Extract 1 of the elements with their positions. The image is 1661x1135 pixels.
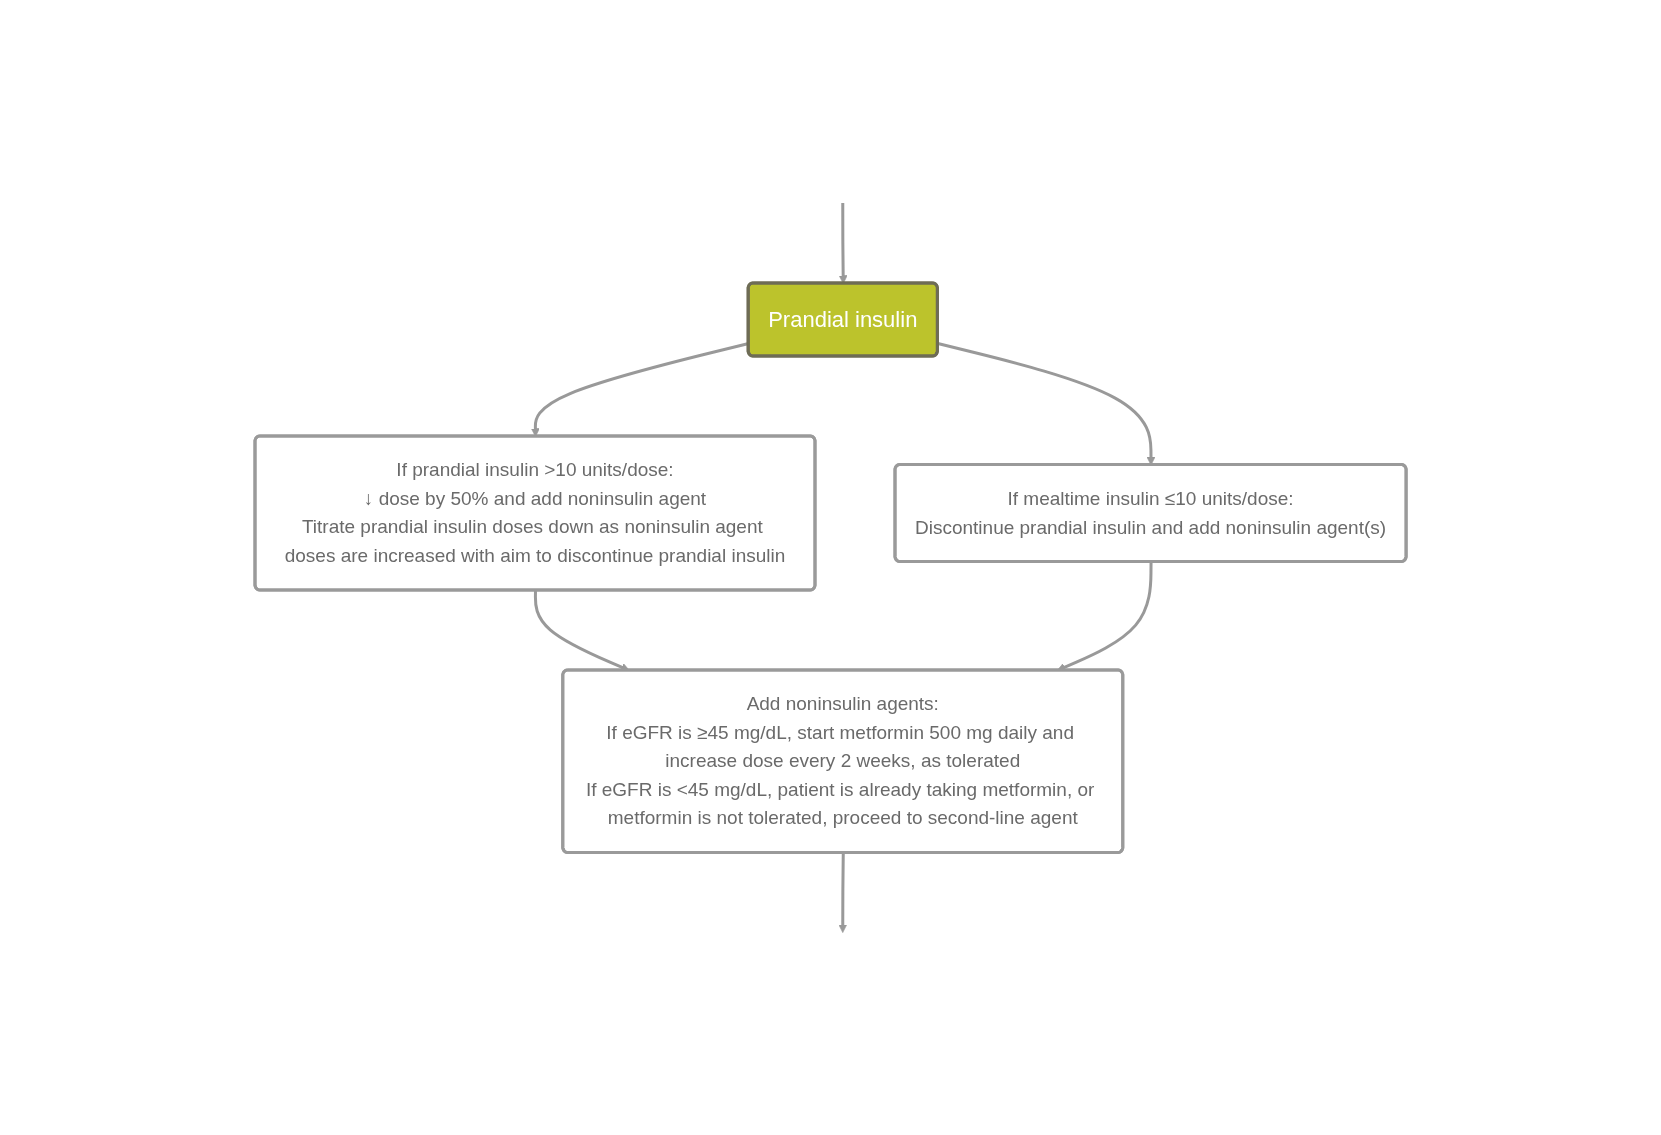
arrow [838,852,848,933]
